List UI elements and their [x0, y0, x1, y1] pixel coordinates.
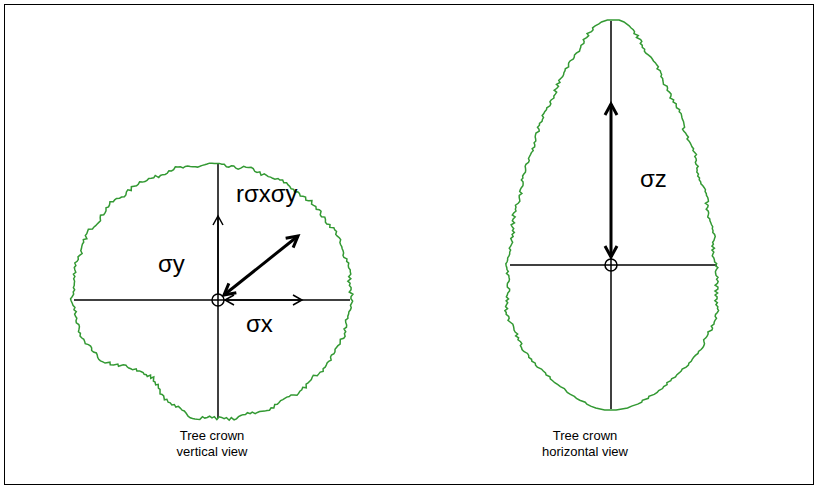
axis-line [510, 264, 717, 266]
sigma-label: rσxσy [236, 180, 298, 208]
crown-outline [66, 158, 358, 464]
axis-line [217, 164, 219, 418]
crown-outline-path [505, 20, 719, 410]
crown-caption: Tree crown vertical view [162, 428, 262, 460]
axis-line [610, 21, 612, 409]
center-circle [605, 259, 617, 271]
crown-outline [500, 14, 726, 464]
tree-crown: Tree crown vertical view [66, 158, 358, 464]
center-circle [212, 294, 224, 306]
correlation-arrow [224, 236, 298, 295]
sigma-arrow [217, 216, 219, 294]
figure-frame [5, 5, 814, 485]
crown-outline-path [71, 163, 353, 420]
sigma-label: σx [246, 310, 273, 338]
sigma-label: σy [158, 250, 185, 278]
tree-crown: Tree crown horizontal view [500, 14, 726, 464]
sigma-arrow [610, 104, 613, 257]
sigma-arrow [225, 299, 302, 301]
crown-caption: Tree crown horizontal view [535, 428, 635, 460]
sigma-label: σz [640, 165, 667, 193]
